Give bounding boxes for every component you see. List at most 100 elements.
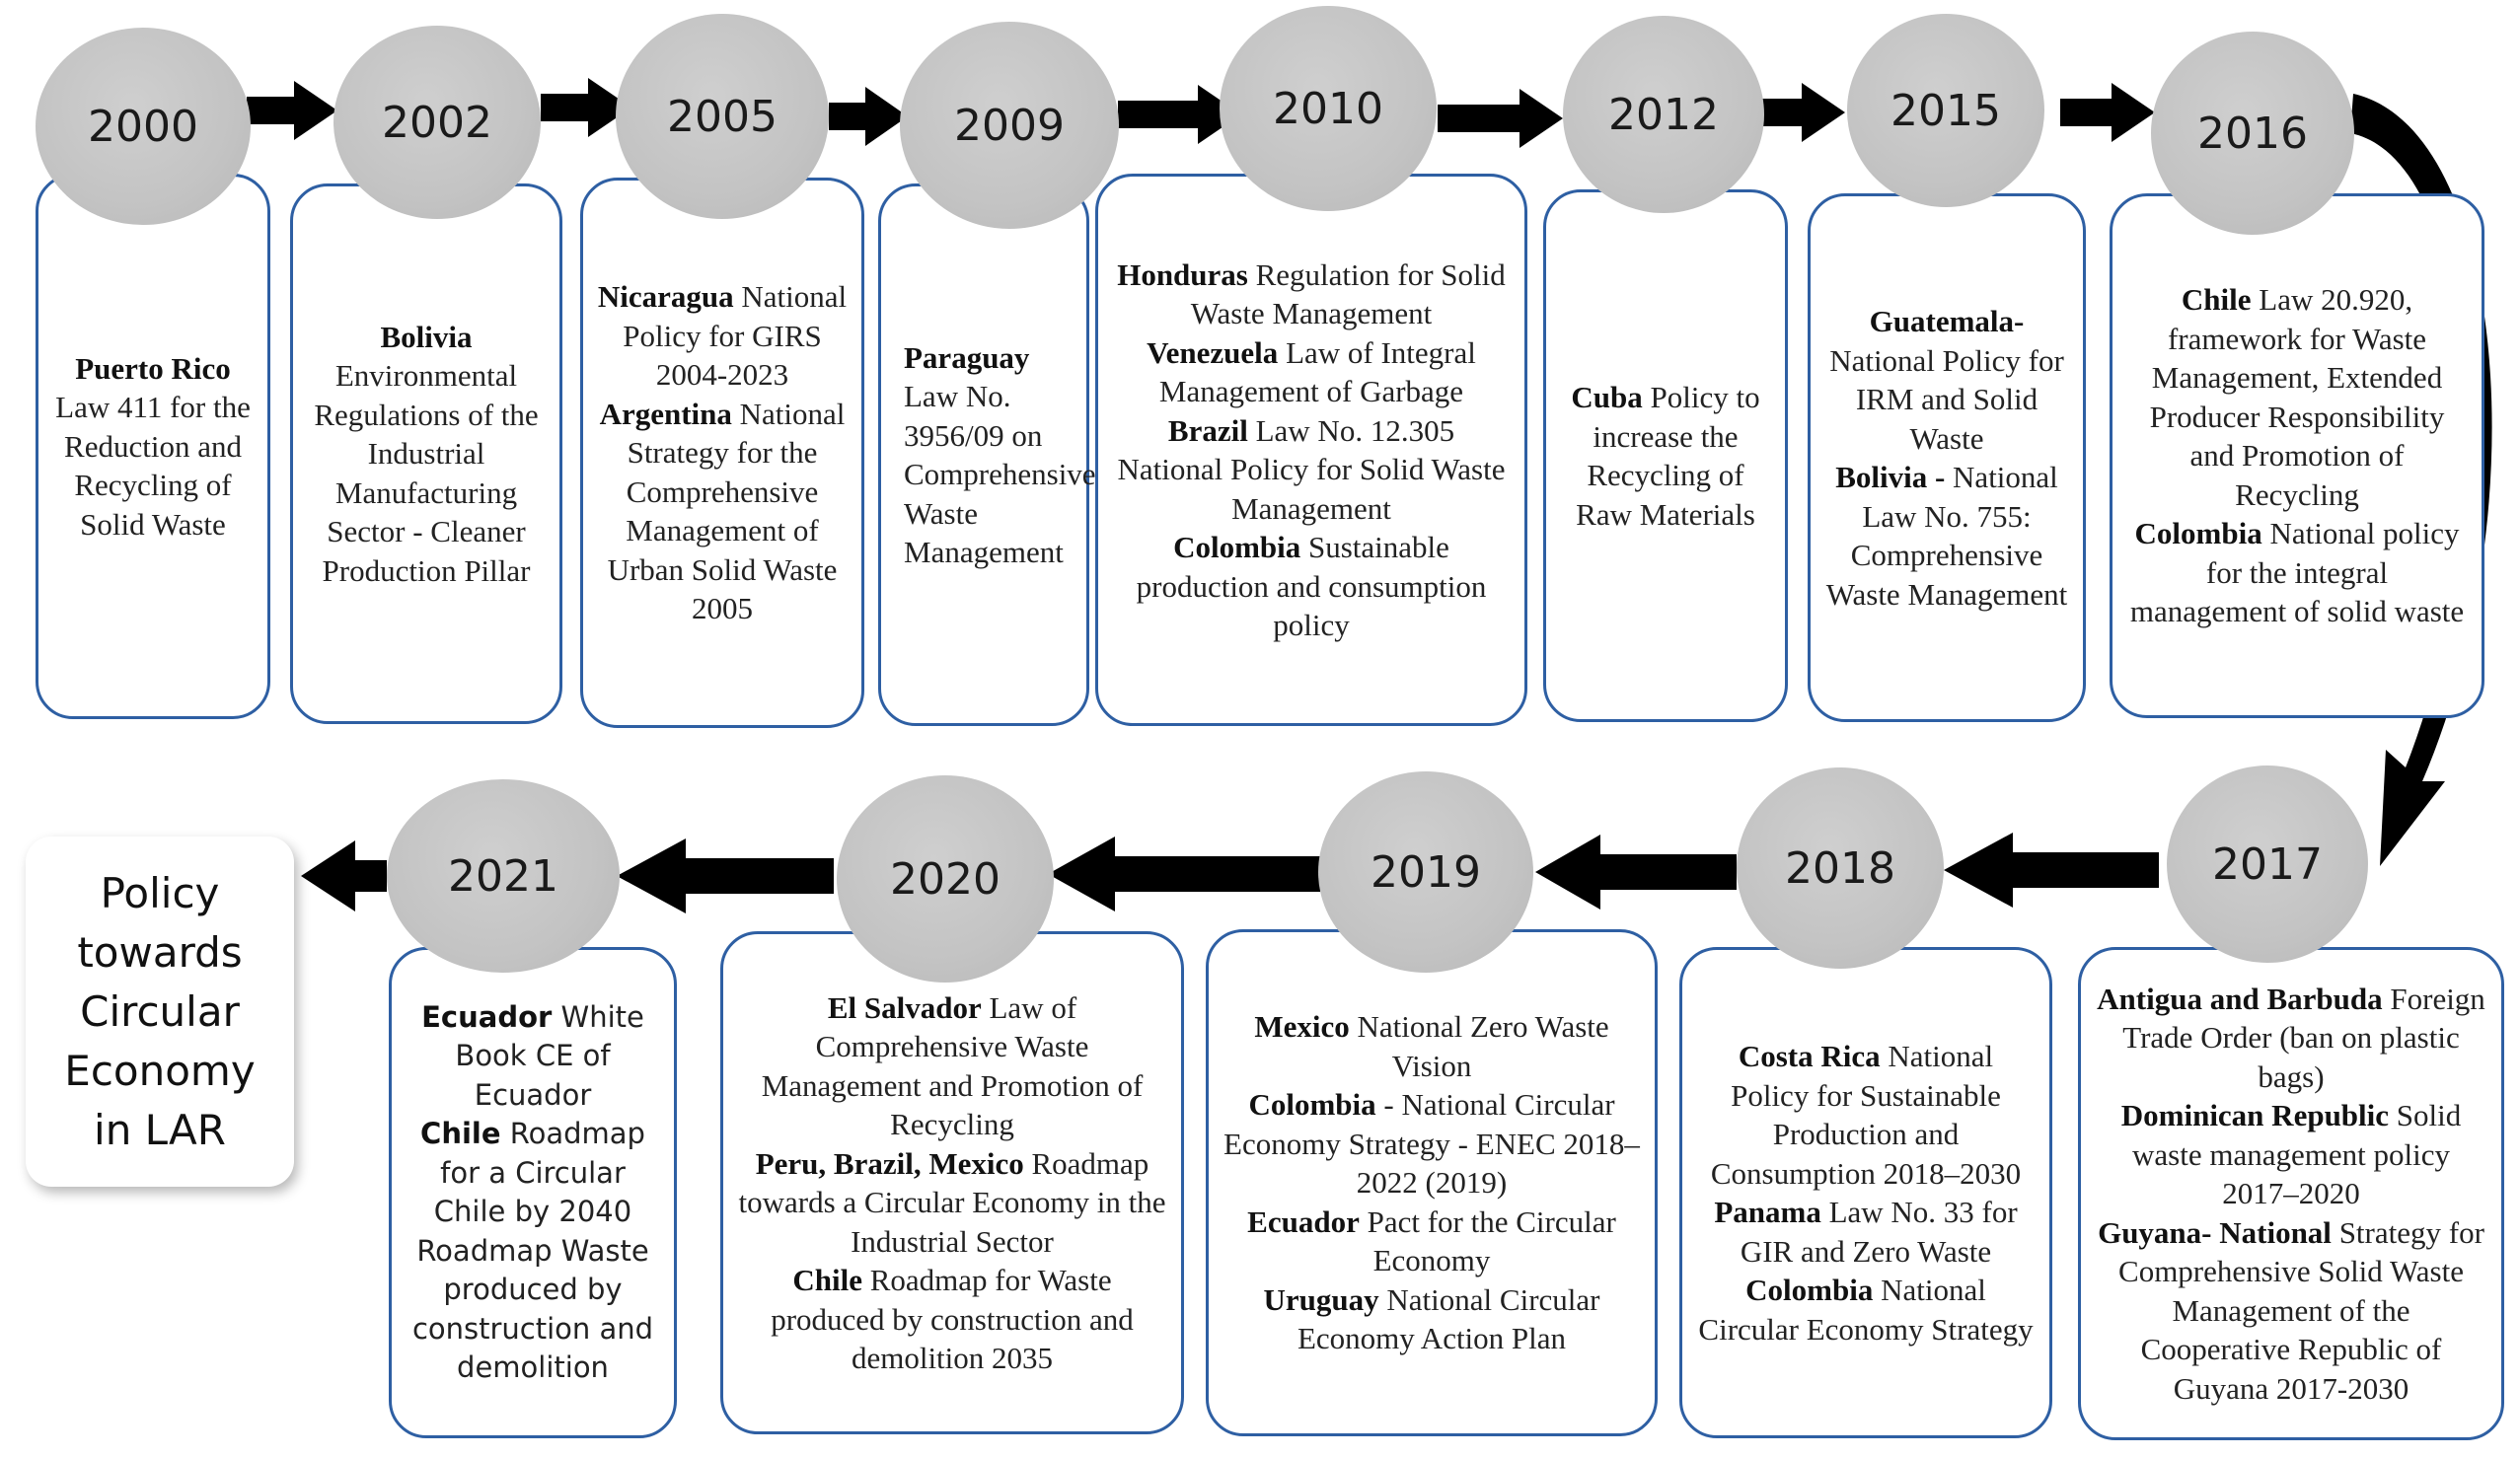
arrow-2019-2020 xyxy=(1048,837,1320,911)
policy-entry: Panama Law No. 33 for GIR and Zero Waste xyxy=(1696,1193,2036,1271)
policy-entry: Colombia - National Circular Economy Str… xyxy=(1223,1085,1641,1203)
policy-text: - National Circular Economy Strategy - E… xyxy=(1223,1087,1640,1201)
country-name: Chile xyxy=(792,1263,862,1297)
country-name: Argentina xyxy=(599,396,732,431)
country-name: Mexico xyxy=(1254,1009,1350,1045)
policy-text: National Policy for Sustainable Producti… xyxy=(1710,1039,2022,1191)
year-circle-2000: 2000 xyxy=(36,28,251,225)
year-label: 2020 xyxy=(890,853,1001,905)
policy-text: Sustainable production and consumption p… xyxy=(1136,530,1487,642)
country-name: Nicaragua xyxy=(597,279,734,315)
milestone-card-2015: Guatemala- National Policy for IRM and S… xyxy=(1808,193,2086,722)
country-name: Bolivia - xyxy=(1835,460,1946,494)
policy-text: Law of Integral Management of Garbage xyxy=(1158,334,1476,409)
year-circle-2019: 2019 xyxy=(1318,771,1533,973)
policy-text: National Circular Economy Strategy xyxy=(1698,1273,2034,1347)
policy-entry: Puerto Rico Law 411 for the Reduction an… xyxy=(52,349,254,545)
policy-entry: Costa Rica National Policy for Sustainab… xyxy=(1696,1037,2036,1193)
country-name: Honduras xyxy=(1117,256,1248,292)
policy-entry: Ecuador Pact for the Circular Economy xyxy=(1223,1203,1641,1280)
year-label: 2021 xyxy=(448,850,558,902)
policy-text: Roadmap towards a Circular Economy in th… xyxy=(738,1145,1166,1259)
final-outcome-box: Policy towards Circular Economy in LAR xyxy=(26,837,294,1187)
country-name: Paraguay xyxy=(904,339,1030,375)
policy-text: National Zero Waste Vision xyxy=(1357,1009,1609,1083)
policy-text: Law of Comprehensive Waste Management an… xyxy=(761,989,1144,1142)
policy-text: Regulation for Solid Waste Management xyxy=(1190,256,1506,331)
country-name: Antigua and Barbuda xyxy=(2097,981,2383,1016)
arrow-2018-2019 xyxy=(1535,835,1737,910)
policy-entry: Peru, Brazil, Mexico Roadmap towards a C… xyxy=(737,1144,1167,1262)
policy-text: National Policy for IRM and Solid Waste xyxy=(1829,342,2064,456)
country-name: Bolivia xyxy=(380,319,473,354)
country-name: Panama xyxy=(1714,1195,1821,1229)
policy-text: Law No. 12.305 National Policy for Solid… xyxy=(1117,412,1506,526)
policy-text: Law No. 33 for GIR and Zero Waste xyxy=(1740,1195,2018,1269)
policy-entry: Venezuela Law of Integral Management of … xyxy=(1112,333,1511,411)
milestone-card-2020: El Salvador Law of Comprehensive Waste M… xyxy=(720,931,1184,1434)
arrow-2020-2021 xyxy=(617,838,834,913)
arrow-2000-2002 xyxy=(247,81,337,140)
policy-entry: Uruguay National Circular Economy Action… xyxy=(1223,1280,1641,1358)
policy-entry: Cuba Policy to increase the Recycling of… xyxy=(1560,378,1771,534)
arrow-2012-2015 xyxy=(1754,83,1845,142)
country-name: Ecuador xyxy=(1247,1203,1360,1239)
policy-text: Policy to increase the Recycling of Raw … xyxy=(1576,380,1760,532)
year-circle-2010: 2010 xyxy=(1220,6,1437,211)
country-name: Guyana- National xyxy=(2098,1214,2332,1250)
year-circle-2002: 2002 xyxy=(334,26,541,219)
country-name: Colombia xyxy=(1173,530,1301,564)
policy-entry: Nicaragua National Policy for GIRS 2004-… xyxy=(597,277,848,395)
policy-text: Law 411 for the Reduction and Recycling … xyxy=(55,390,251,542)
milestone-card-2005: Nicaragua National Policy for GIRS 2004-… xyxy=(580,178,864,728)
policy-entry: Chile Roadmap for a Circular Chile by 20… xyxy=(406,1115,660,1388)
country-name: Peru, Brazil, Mexico xyxy=(755,1145,1024,1181)
country-name: Brazil xyxy=(1167,412,1248,448)
year-label: 2016 xyxy=(2197,108,2308,159)
year-label: 2018 xyxy=(1785,842,1895,894)
country-name: Chile xyxy=(2181,282,2252,318)
policy-text: Strategy for Comprehensive Solid Waste M… xyxy=(2118,1214,2484,1406)
policy-entry: Guatemala- National Policy for IRM and S… xyxy=(1824,302,2069,458)
year-label: 2002 xyxy=(382,97,492,148)
year-circle-2012: 2012 xyxy=(1563,16,1764,213)
milestone-card-2012: Cuba Policy to increase the Recycling of… xyxy=(1543,189,1788,722)
policy-entry: Bolivia Environmental Regulations of the… xyxy=(307,318,546,591)
year-label: 2000 xyxy=(88,101,198,152)
policy-text: Pact for the Circular Economy xyxy=(1367,1203,1616,1278)
country-name: El Salvador xyxy=(827,989,982,1025)
policy-text: White Book CE of Ecuador xyxy=(455,999,644,1112)
country-name: Colombia xyxy=(1248,1087,1376,1123)
year-circle-2005: 2005 xyxy=(616,14,829,219)
year-circle-2009: 2009 xyxy=(900,22,1119,229)
arrow-2005-2009 xyxy=(829,87,908,146)
year-label: 2015 xyxy=(1890,85,2001,136)
arrow-2017-2018 xyxy=(1944,833,2159,908)
policy-text: National Circular Economy Action Plan xyxy=(1297,1281,1600,1356)
year-label: 2012 xyxy=(1608,89,1719,140)
year-label: 2010 xyxy=(1273,83,1383,134)
policy-text: Environmental Regulations of the Industr… xyxy=(314,358,539,588)
policy-entry: Dominican Republic Solid waste managemen… xyxy=(2095,1096,2487,1213)
policy-text: Law 20.920, framework for Waste Manageme… xyxy=(2149,282,2445,512)
policy-text: National Policy for GIRS 2004-2023 xyxy=(623,279,848,393)
year-label: 2009 xyxy=(954,100,1065,151)
policy-entry: Argentina National Strategy for the Comp… xyxy=(597,395,848,628)
year-label: 2019 xyxy=(1371,846,1481,898)
policy-entry: Colombia National Circular Economy Strat… xyxy=(1696,1271,2036,1349)
year-circle-2018: 2018 xyxy=(1737,767,1944,969)
milestone-card-2000: Puerto Rico Law 411 for the Reduction an… xyxy=(36,174,270,719)
arrow-2002-2005 xyxy=(541,78,631,137)
policy-text: National Law No. 755: Comprehensive Wast… xyxy=(1825,460,2068,612)
year-circle-2020: 2020 xyxy=(837,775,1054,983)
policy-entry: Antigua and Barbuda Foreign Trade Order … xyxy=(2095,980,2487,1097)
country-name: Colombia xyxy=(2134,516,2262,551)
policy-entry: Honduras Regulation for Solid Waste Mana… xyxy=(1112,255,1511,333)
year-label: 2005 xyxy=(667,91,778,142)
milestone-card-2017: Antigua and Barbuda Foreign Trade Order … xyxy=(2078,947,2504,1440)
arrow-2009-2010 xyxy=(1118,85,1241,144)
country-name: Costa Rica xyxy=(1738,1039,1881,1073)
year-circle-2015: 2015 xyxy=(1847,14,2044,207)
policy-entry: El Salvador Law of Comprehensive Waste M… xyxy=(737,988,1167,1144)
